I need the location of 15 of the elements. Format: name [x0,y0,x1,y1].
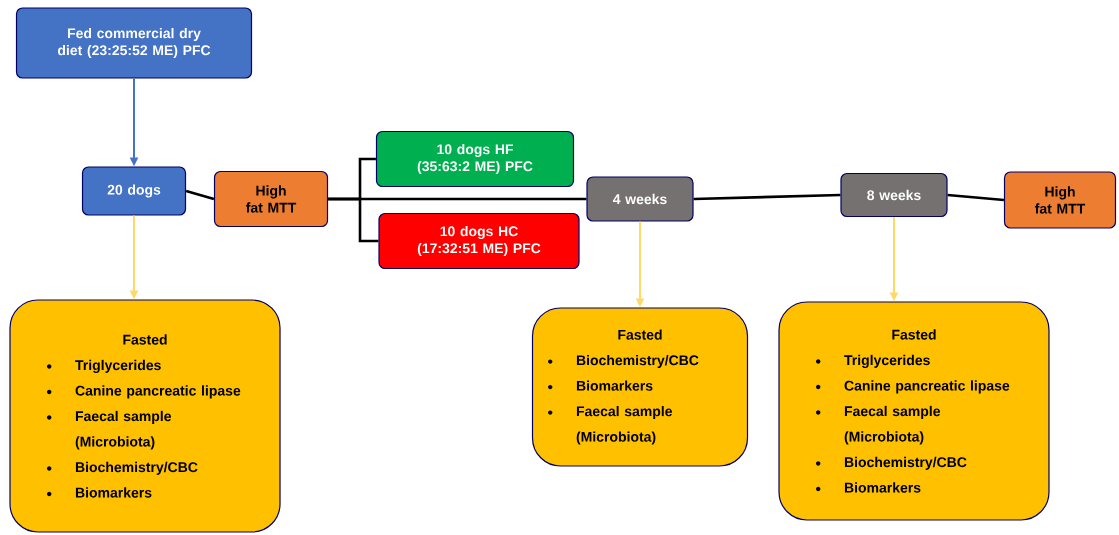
sampling-box: Fasted Triglycerides Canine pancreatic lipase Faecal sample (Microbiota) Biochemistry/CBC Biomarkers [778,301,1050,521]
connector-line [947,193,1004,202]
test-box: High fat MTT [1003,171,1117,229]
sampling-box: Fasted Biochemistry/CBC Biomarkers Faecal sample (Microbiota) [531,307,749,467]
connector-line [328,197,587,201]
sampling-box: Fasted Triglycerides Canine pancreatic lipase Faecal sample (Microbiota) Biochemistry/CBC Biomarkers [9,299,281,533]
connector-line [185,189,215,201]
timepoint-box: 8 weeks [840,172,948,218]
diet-group-box: 10 dogs HF (35:63:2 ME) PFC [375,130,575,188]
diet-group-box: 10 dogs HC (17:32:51 ME) PFC [378,212,580,270]
group-box: 20 dogs [81,166,187,216]
diet-box: Fed commercial dry diet (23:25:52 ME) PFC [15,7,253,79]
timepoint-box: 4 weeks [586,176,694,222]
connector-line [693,193,841,201]
test-box: High fat MTT [213,170,329,228]
